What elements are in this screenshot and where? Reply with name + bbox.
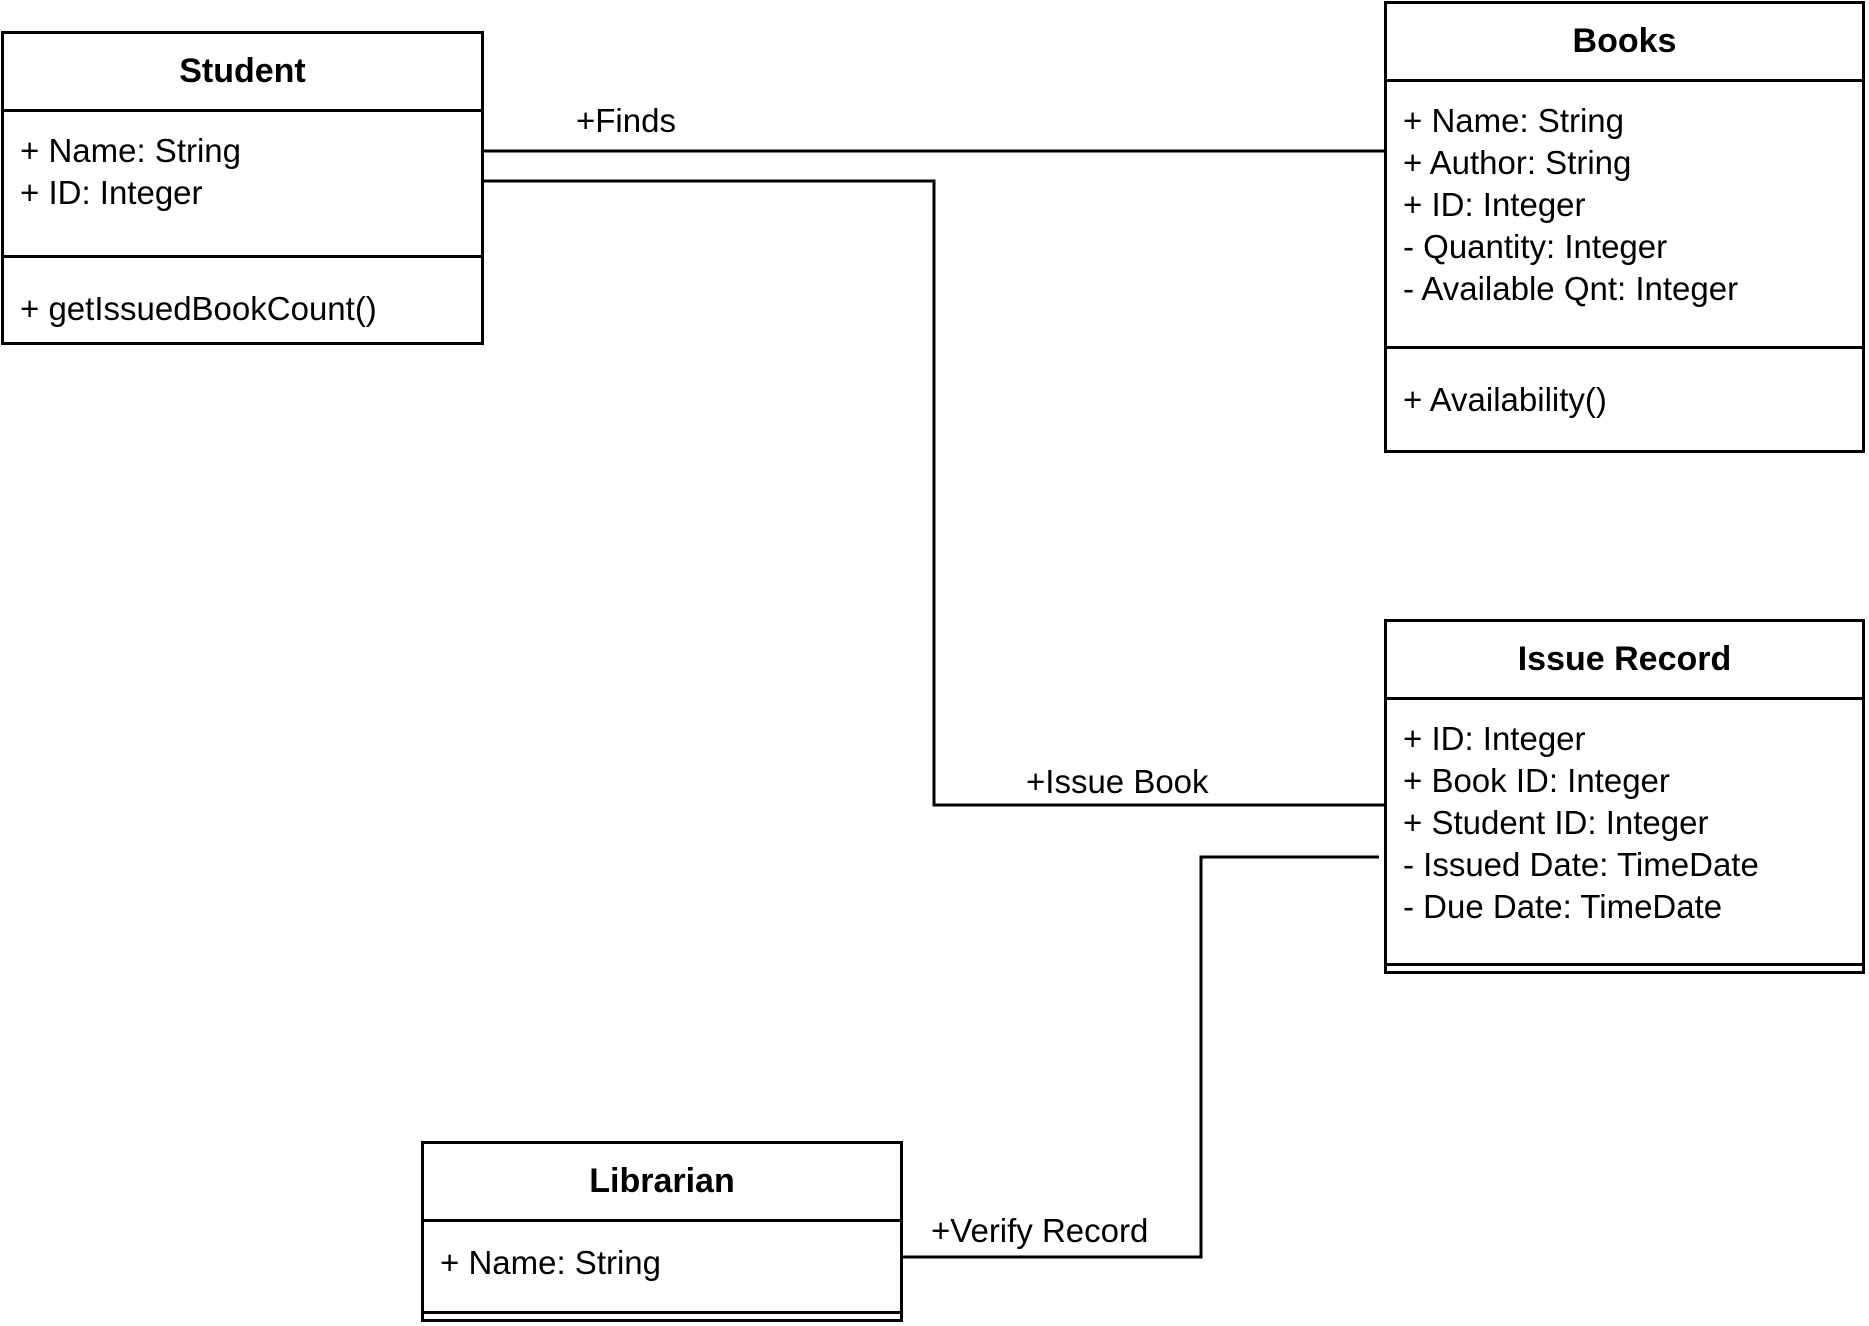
class-books[interactable]: Books + Name: String + Author: String + …: [1384, 1, 1865, 453]
class-issue-record[interactable]: Issue Record + ID: Integer + Book ID: In…: [1384, 619, 1865, 974]
method: + getIssuedBookCount(): [20, 290, 377, 327]
attribute: + Author: String: [1403, 144, 1632, 181]
association-verify-record-line: [903, 855, 1379, 1259]
class-librarian-attributes: + Name: String: [424, 1222, 900, 1311]
class-books-name: Books: [1387, 4, 1862, 82]
class-student-attributes: + Name: String + ID: Integer: [4, 112, 481, 255]
attribute: - Issued Date: TimeDate: [1403, 846, 1759, 883]
attribute: + Book ID: Integer: [1403, 762, 1670, 799]
class-issue-record-name: Issue Record: [1387, 622, 1862, 700]
class-books-methods: + Availability(): [1387, 346, 1862, 450]
class-books-attributes: + Name: String + Author: String + ID: In…: [1387, 82, 1862, 346]
class-student[interactable]: Student + Name: String + ID: Integer + g…: [1, 31, 484, 345]
attribute: + Name: String: [1403, 102, 1625, 139]
class-issue-record-attributes: + ID: Integer + Book ID: Integer + Stude…: [1387, 700, 1862, 963]
attribute: + Student ID: Integer: [1403, 804, 1709, 841]
attribute: - Quantity: Integer: [1403, 228, 1668, 265]
class-librarian[interactable]: Librarian + Name: String: [421, 1141, 903, 1322]
attribute: + ID: Integer: [1403, 720, 1586, 757]
attribute: + ID: Integer: [1403, 186, 1586, 223]
method: + Availability(): [1403, 381, 1607, 418]
class-student-methods: + getIssuedBookCount(): [4, 255, 481, 342]
association-verify-record-label: +Verify Record: [931, 1212, 1149, 1249]
class-librarian-methods: [424, 1311, 900, 1319]
attribute: - Due Date: TimeDate: [1403, 888, 1723, 925]
association-finds-label: +Finds: [576, 102, 676, 139]
class-issue-record-methods: [1387, 963, 1862, 971]
attribute: - Available Qnt: Integer: [1403, 270, 1739, 307]
association-issue-book-label: +Issue Book: [1026, 763, 1209, 800]
attribute: + Name: String: [20, 132, 242, 169]
association-issue-book-line: [484, 179, 1384, 807]
class-librarian-name: Librarian: [424, 1144, 900, 1222]
attribute: + Name: String: [440, 1244, 662, 1281]
attribute: + ID: Integer: [20, 174, 203, 211]
class-student-name: Student: [4, 34, 481, 112]
